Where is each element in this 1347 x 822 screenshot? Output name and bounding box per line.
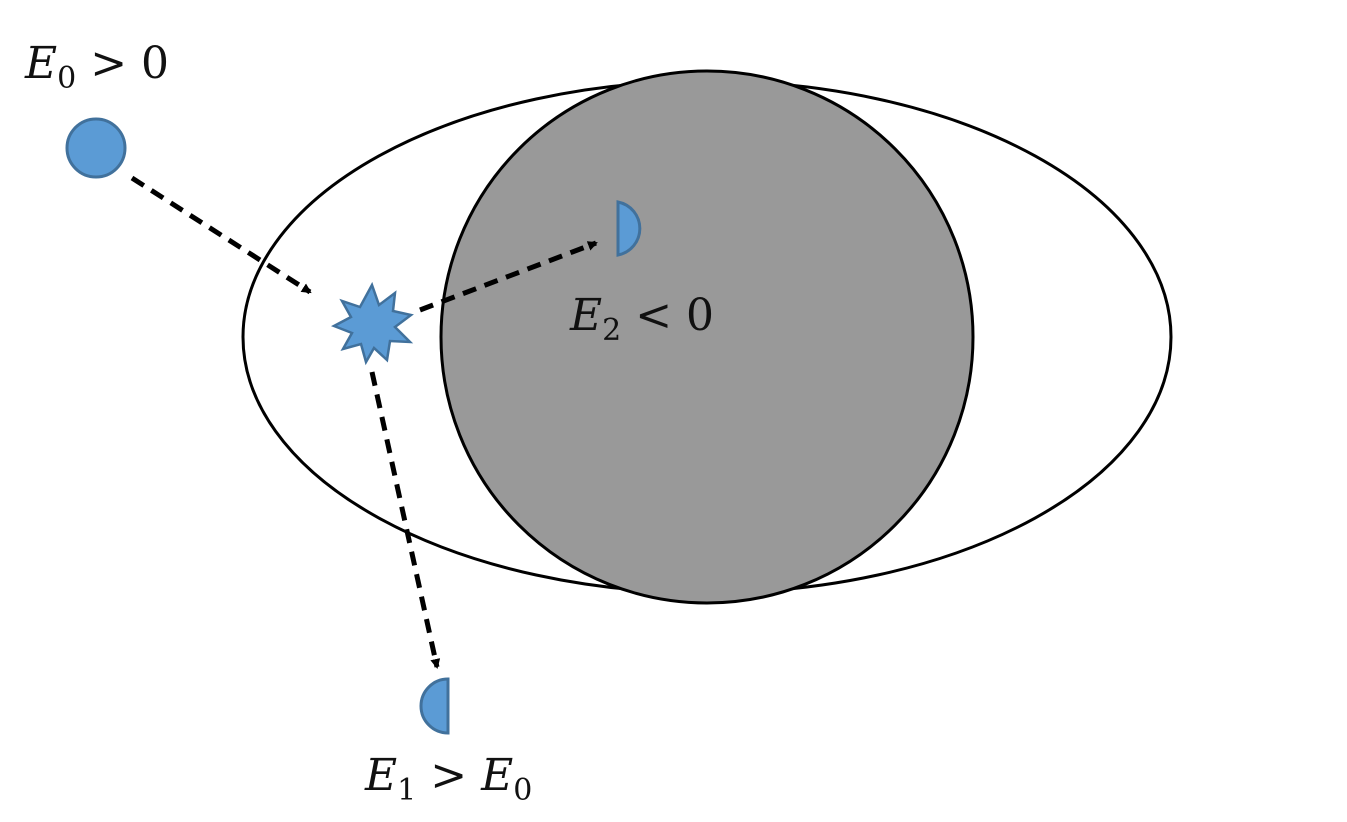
escaping-energy-relation: > (416, 750, 481, 801)
incoming-energy-relation: > 0 (76, 38, 169, 89)
incoming-energy-symbol: E (24, 38, 57, 89)
escaping-energy-label: E1 > E0 (364, 750, 532, 808)
collision-starburst-icon (330, 281, 414, 366)
escaping-energy-symbol2: E (480, 750, 513, 801)
black-hole-disc (439, 69, 975, 605)
captured-energy-relation: < 0 (621, 290, 714, 341)
captured-fragment-icon (616, 200, 642, 257)
escaping-energy-subscript2: 0 (513, 773, 532, 808)
captured-energy-symbol: E (569, 290, 602, 341)
escaping-energy-subscript: 1 (397, 773, 416, 808)
escaping-fragment-icon (419, 677, 450, 735)
escaping-trajectory-arrow (369, 371, 441, 669)
captured-trajectory-arrow (419, 240, 598, 313)
incoming-particle-icon (65, 117, 127, 179)
incoming-energy-subscript: 0 (57, 61, 76, 96)
incoming-trajectory-arrow (130, 175, 312, 295)
escaping-energy-symbol: E (364, 750, 397, 801)
captured-energy-subscript: 2 (602, 313, 621, 348)
incoming-energy-label: E0 > 0 (24, 38, 169, 96)
captured-energy-label: E2 < 0 (569, 290, 714, 348)
